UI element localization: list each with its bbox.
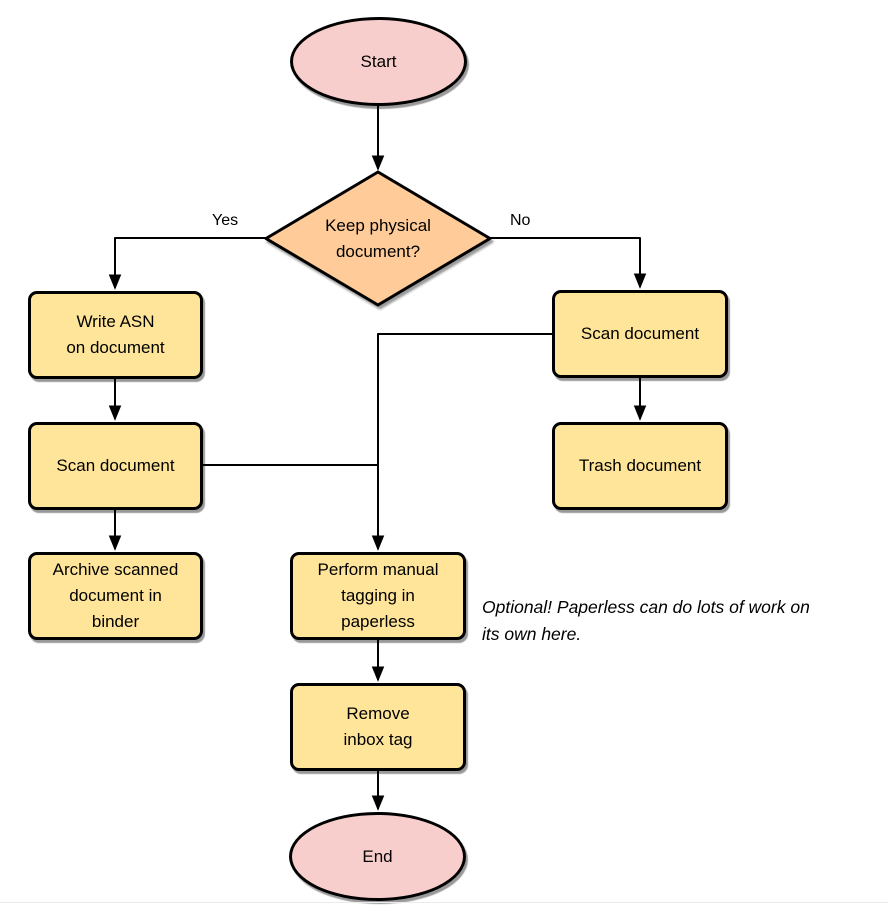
manual-tagging-node: Perform manual tagging in paperless: [290, 552, 466, 640]
edge-decision-yes-to-write-asn: [108, 237, 266, 290]
decision-label: Keep physical document?: [325, 215, 431, 261]
edge-scan-right-to-tagging: [371, 333, 552, 551]
scan-document-right-node: Scan document: [552, 290, 728, 378]
trash-document-node: Trash document: [552, 422, 728, 510]
edge-label-yes: Yes: [212, 212, 239, 229]
edge-decision-no-to-scan-right: [490, 237, 647, 289]
scan-document-left-label: Scan document: [56, 456, 175, 475]
write-asn-label: Write ASN on document: [66, 312, 165, 357]
manual-tagging-label: Perform manual tagging in paperless: [317, 560, 439, 631]
trash-document-label: Trash document: [578, 456, 702, 475]
end-label: End: [362, 846, 393, 866]
start-node: Start: [290, 17, 467, 106]
page-divider: [0, 902, 888, 903]
remove-inbox-tag-label: Remove inbox tag: [343, 704, 413, 749]
archive-label: Archive scanned document in binder: [52, 560, 179, 631]
end-node: End: [289, 812, 466, 901]
decision-node-shape: [264, 170, 492, 307]
start-label: Start: [360, 51, 397, 71]
scan-document-left-node: Scan document: [28, 422, 203, 510]
scan-document-right-label: Scan document: [580, 324, 700, 343]
edge-label-no: No: [510, 212, 531, 229]
archive-node: Archive scanned document in binder: [28, 552, 203, 640]
remove-inbox-tag-node: Remove inbox tag: [290, 683, 466, 771]
optional-note: Optional! Paperless can do lots of work …: [482, 597, 810, 644]
write-asn-node: Write ASN on document: [28, 291, 203, 379]
decision-node: Keep physical document?: [266, 172, 490, 305]
